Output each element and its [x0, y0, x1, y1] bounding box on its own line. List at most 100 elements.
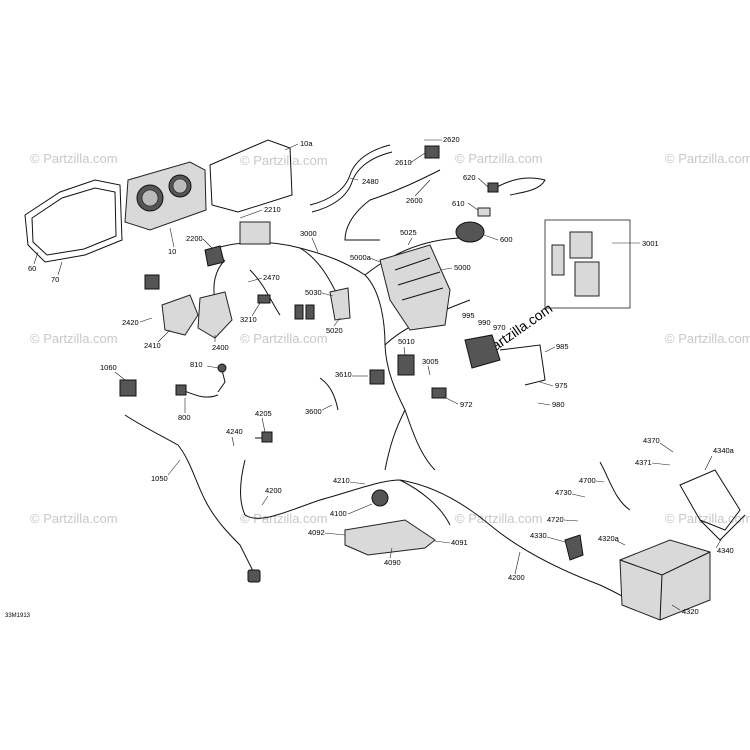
- fuse-972: [431, 387, 447, 399]
- callout-label: 3610: [335, 370, 352, 379]
- watermark: © Partzilla.com: [30, 511, 118, 526]
- callout-label: 2610: [395, 158, 412, 167]
- callout-label: 3005: [422, 357, 439, 366]
- sensor-800: [175, 384, 219, 398]
- callout-label: 4320a: [598, 534, 620, 543]
- callout-label: 4100: [330, 509, 347, 518]
- cable-3600: [319, 377, 339, 411]
- callout-labels: 10a 2620 2610 2480 620 2600 610 600 5025…: [28, 135, 735, 616]
- connector-5010: [397, 354, 415, 376]
- cable-620: [487, 177, 546, 196]
- doc-id: 33M1913: [5, 613, 31, 619]
- switch-610: [477, 207, 491, 217]
- instrument-bezel-rear: [24, 179, 123, 263]
- switch-2410: [161, 294, 199, 336]
- callout-label: 4090: [384, 558, 401, 567]
- callout-label: 5000a: [350, 253, 372, 262]
- connector-1060: [119, 379, 137, 397]
- callout-label: 10: [168, 247, 176, 256]
- callout-label: 4730: [555, 488, 572, 497]
- watermark: © Partzilla.com: [240, 511, 328, 526]
- sensor-3210: [257, 294, 271, 304]
- switch-2400: [197, 291, 233, 339]
- ignition-switch-600: [455, 221, 485, 243]
- ecu-module-5000: [379, 244, 451, 331]
- callout-label: 4200: [508, 573, 525, 582]
- callout-label: 4720: [547, 515, 564, 524]
- callout-label: 5000: [454, 263, 471, 272]
- callout-label: 980: [552, 400, 565, 409]
- relay-4100: [371, 489, 389, 507]
- callout-label: 5020: [326, 326, 343, 335]
- callout-label: 620: [463, 173, 476, 182]
- bracket-5020: [329, 287, 351, 321]
- callout-label: 972: [460, 400, 473, 409]
- callout-label: 5030: [305, 288, 322, 297]
- callout-label: 2470: [263, 273, 280, 282]
- connector-2420: [144, 274, 160, 290]
- callout-label: 2400: [212, 343, 229, 352]
- battery-bracket-4340: [679, 469, 746, 541]
- cable-4205: [255, 431, 273, 443]
- callout-label: 2600: [406, 196, 423, 205]
- connector-3610: [369, 369, 385, 385]
- callout-label: 4371: [635, 458, 652, 467]
- watermark: © Partzilla.com: [665, 511, 750, 526]
- callout-label: 2200: [186, 234, 203, 243]
- callout-label: 4205: [255, 409, 272, 418]
- callout-label: 2420: [122, 318, 139, 327]
- callout-label: 3001: [642, 239, 659, 248]
- callout-label: 4330: [530, 531, 547, 540]
- battery-4320: [619, 539, 711, 621]
- watermark: © Partzilla.com: [455, 151, 543, 166]
- front-harness: [124, 414, 261, 583]
- watermark: © Partzilla.com: [30, 151, 118, 166]
- callout-label: 990: [478, 318, 491, 327]
- callout-label: 4200: [265, 486, 282, 495]
- connectors-5030: [294, 304, 315, 320]
- sensor-810: [217, 363, 227, 393]
- callout-label: 4370: [643, 436, 660, 445]
- callout-label: 2480: [362, 177, 379, 186]
- callout-label: 600: [500, 235, 513, 244]
- cable-2480: [309, 144, 393, 213]
- callout-label: 4240: [226, 427, 243, 436]
- callout-label: 4700: [579, 476, 596, 485]
- callout-label: 4340a: [713, 446, 735, 455]
- watermark: © Partzilla.com: [240, 153, 328, 168]
- connector-2200: [204, 245, 225, 267]
- callout-label: 970: [493, 323, 506, 332]
- callout-label: 4340: [717, 546, 734, 555]
- battery-harness: [240, 459, 636, 606]
- callout-label: 4092: [308, 528, 325, 537]
- callout-label: 800: [178, 413, 191, 422]
- callout-label: 5025: [400, 228, 417, 237]
- watermark: © Partzilla.com: [240, 331, 328, 346]
- callout-label: 4210: [333, 476, 350, 485]
- callout-label: 4320: [682, 607, 699, 616]
- cable-2600: [344, 169, 441, 241]
- cluster-lens: [209, 139, 293, 213]
- instrument-cluster: [124, 161, 207, 231]
- callout-label: 975: [555, 381, 568, 390]
- watermark: © Partzilla.com: [665, 331, 750, 346]
- callout-label: 2210: [264, 205, 281, 214]
- callout-label: 985: [556, 342, 569, 351]
- callout-label: 4091: [451, 538, 468, 547]
- callout-label: 10a: [300, 139, 313, 148]
- callout-label: 3000: [300, 229, 317, 238]
- watermark: © Partzilla.com: [455, 511, 543, 526]
- callout-label: 2410: [144, 341, 161, 350]
- bracket-4090: [344, 519, 436, 556]
- voltage-regulator-970: [464, 334, 546, 386]
- callout-label: 2620: [443, 135, 460, 144]
- relay-module-3001-box: [544, 219, 631, 309]
- battery-cap-4330: [564, 534, 584, 561]
- callout-label: 3210: [240, 315, 257, 324]
- callout-label: 60: [28, 264, 36, 273]
- callout-label: 1050: [151, 474, 168, 483]
- callout-label: 610: [452, 199, 465, 208]
- callout-label: 810: [190, 360, 203, 369]
- callout-label: 5010: [398, 337, 415, 346]
